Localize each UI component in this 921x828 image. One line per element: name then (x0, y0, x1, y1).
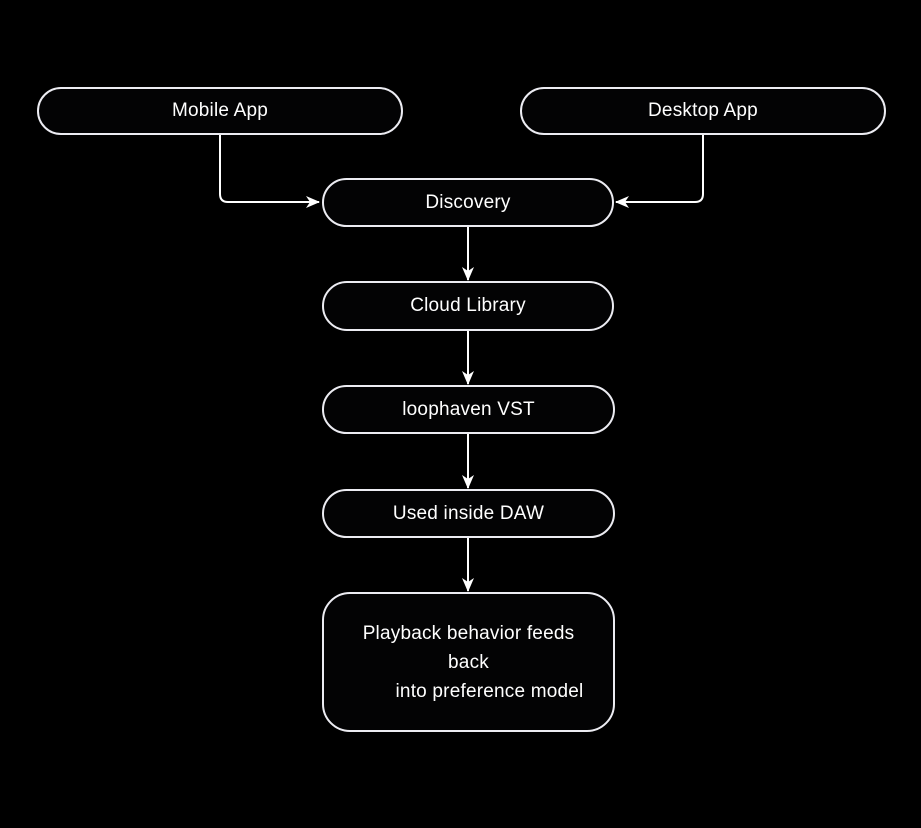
node-loophaven-vst-label: loophaven VST (402, 398, 535, 420)
edge-mobile-to-discovery (219, 135, 320, 208)
edge-desktop-to-discovery (615, 135, 704, 208)
node-desktop-app: Desktop App (520, 87, 886, 135)
node-cloud-library-label: Cloud Library (410, 295, 526, 317)
node-used-inside-daw-label: Used inside DAW (392, 502, 545, 524)
node-feedback-loop: Playback behavior feeds back into prefer… (322, 592, 615, 732)
node-discovery: Discovery (322, 178, 614, 227)
node-used-inside-daw: Used inside DAW (322, 489, 615, 538)
node-loophaven-vst: loophaven VST (322, 385, 615, 434)
node-discovery-label: Discovery (425, 191, 511, 213)
node-mobile-app-label: Mobile App (171, 100, 268, 122)
node-desktop-app-label: Desktop App (648, 100, 758, 122)
node-cloud-library: Cloud Library (322, 281, 614, 331)
node-mobile-app: Mobile App (37, 87, 403, 135)
node-feedback-line-1: Playback behavior feeds (362, 622, 575, 644)
node-feedback-line-2: back (448, 651, 489, 673)
node-feedback-line-3: into preference model (395, 680, 584, 702)
